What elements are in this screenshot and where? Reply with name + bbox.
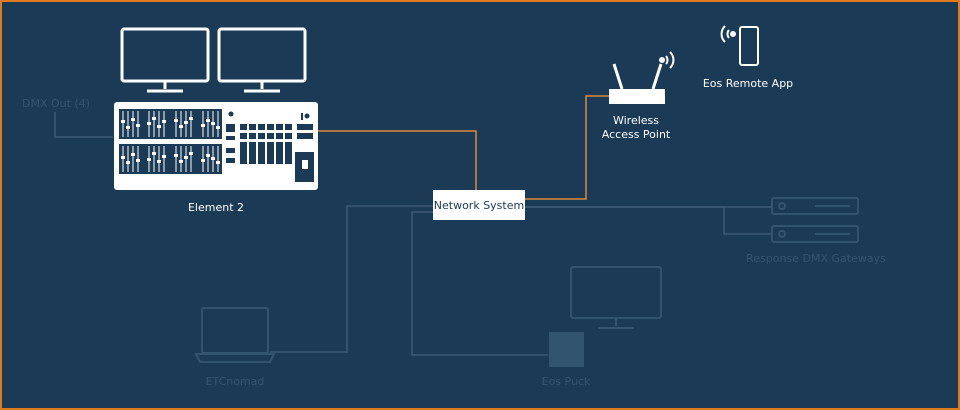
wap-label-line2: Access Point xyxy=(602,128,671,141)
laptop-icon xyxy=(194,307,276,363)
wifi-icon xyxy=(659,51,675,69)
wifi-icon xyxy=(720,25,736,43)
laptop-line xyxy=(270,205,433,353)
phone-icon xyxy=(739,26,759,66)
gateway-line-2 xyxy=(524,206,772,235)
gateway-icon xyxy=(771,225,859,243)
dmx-out-label: DMX Out (4) xyxy=(22,97,90,110)
network-system-label: Network System xyxy=(434,199,524,212)
network-system-box: Network System xyxy=(433,190,525,220)
dmx-out-line xyxy=(54,112,113,138)
gateway-icon xyxy=(771,197,859,215)
network-wap-line xyxy=(524,95,610,200)
puck-label: Eos Puck xyxy=(542,375,591,388)
remote-app-label: Eos Remote App xyxy=(703,77,793,90)
monitor-icon xyxy=(217,27,307,93)
gateways-label: Response DMX Gateways xyxy=(746,252,886,265)
monitor-icon xyxy=(120,27,210,93)
router-icon xyxy=(609,63,665,104)
active-connections xyxy=(318,95,610,200)
puck-line xyxy=(411,211,548,356)
inactive-connections xyxy=(54,112,772,356)
console-icon xyxy=(114,102,318,190)
wap-label-line1: Wireless xyxy=(613,114,659,127)
monitor-icon xyxy=(570,266,662,329)
console-label: Element 2 xyxy=(188,201,244,214)
console-network-line xyxy=(318,130,477,190)
laptop-label: ETCnomad xyxy=(206,375,265,388)
puck-icon xyxy=(549,332,584,367)
